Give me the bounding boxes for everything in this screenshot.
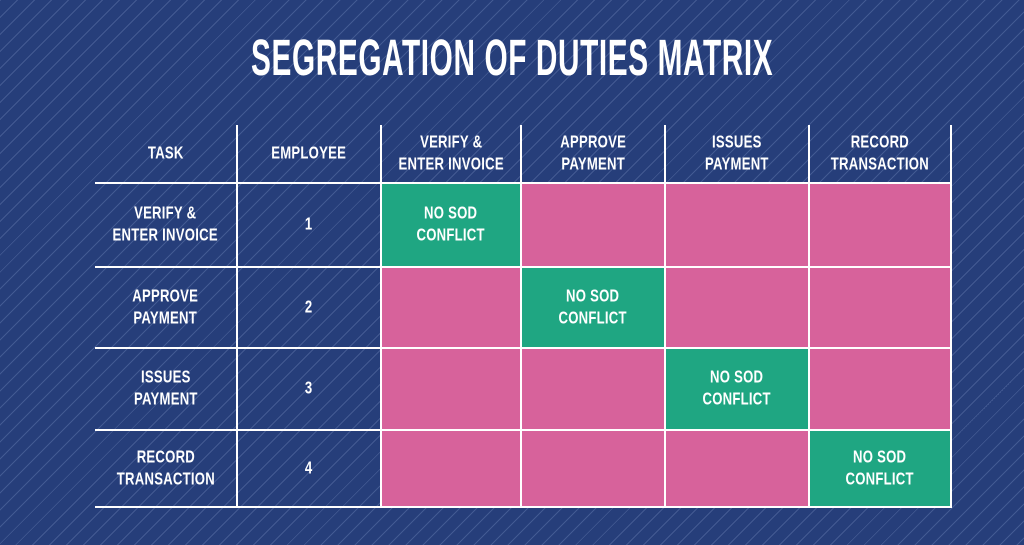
conflict-cell bbox=[382, 268, 522, 349]
employee-cell: 2 bbox=[238, 268, 382, 349]
col-header-task: TASK bbox=[95, 125, 238, 184]
conflict-cell bbox=[522, 349, 666, 431]
conflict-cell bbox=[810, 268, 952, 349]
conflict-cell bbox=[522, 431, 666, 508]
conflict-cell bbox=[382, 349, 522, 431]
task-cell: ISSUES PAYMENT bbox=[95, 349, 238, 431]
col-header-issues-payment: ISSUES PAYMENT bbox=[666, 125, 810, 184]
page-title: SEGREGATION OF DUTIES MATRIX bbox=[0, 30, 1024, 97]
page-title-text: SEGREGATION OF DUTIES MATRIX bbox=[250, 30, 774, 87]
no-conflict-cell: NO SOD CONFLICT bbox=[666, 349, 810, 431]
conflict-cell bbox=[666, 184, 810, 268]
employee-cell: 4 bbox=[238, 431, 382, 508]
no-conflict-cell: NO SOD CONFLICT bbox=[810, 431, 952, 508]
conflict-cell bbox=[810, 349, 952, 431]
sod-matrix-table: TASK EMPLOYEE VERIFY & ENTER INVOICE APP… bbox=[95, 125, 952, 508]
col-header-record-transaction: RECORD TRANSACTION bbox=[810, 125, 952, 184]
conflict-cell bbox=[666, 268, 810, 349]
conflict-cell bbox=[382, 431, 522, 508]
task-cell: RECORD TRANSACTION bbox=[95, 431, 238, 508]
conflict-cell bbox=[522, 184, 666, 268]
employee-cell: 1 bbox=[238, 184, 382, 268]
col-header-employee: EMPLOYEE bbox=[238, 125, 382, 184]
conflict-cell bbox=[810, 184, 952, 268]
task-cell: VERIFY & ENTER INVOICE bbox=[95, 184, 238, 268]
no-conflict-cell: NO SOD CONFLICT bbox=[522, 268, 666, 349]
col-header-approve-payment: APPROVE PAYMENT bbox=[522, 125, 666, 184]
employee-cell: 3 bbox=[238, 349, 382, 431]
conflict-cell bbox=[666, 431, 810, 508]
col-header-verify-enter-invoice: VERIFY & ENTER INVOICE bbox=[382, 125, 522, 184]
no-conflict-cell: NO SOD CONFLICT bbox=[382, 184, 522, 268]
task-cell: APPROVE PAYMENT bbox=[95, 268, 238, 349]
